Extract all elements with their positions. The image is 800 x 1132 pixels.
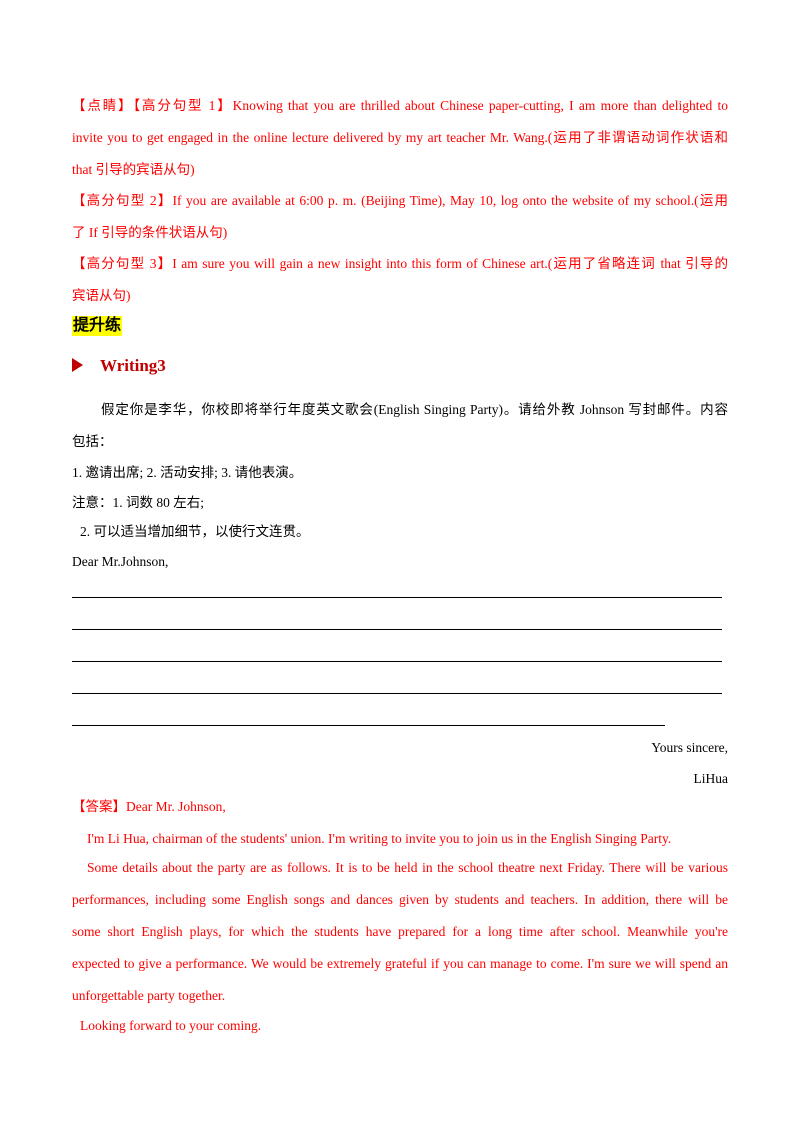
tip-line-1: 【点睛】【高分句型 1】Knowing that you are thrille… [72,98,728,113]
answer-paragraph-line: Some details about the party are as foll… [87,860,728,875]
answer-paragraph-line: expected to give a performance. We would… [72,956,728,971]
section-heading: 提升练 [72,316,123,336]
tip-line-3: that 引导的宾语从句) [72,162,195,177]
tip-line-6: 【高分句型 3】I am sure you will gain a new in… [72,256,728,271]
answer-paragraph-line: unforgettable party together. [72,988,226,1003]
task-line-1: 假定你是李华，你校即将举行年度英文歌会(English Singing Part… [101,402,728,417]
answer-line-rule [72,629,722,630]
tip-line-4: 【高分句型 2】If you are available at 6:00 p. … [72,193,728,208]
tip-line-5: 了 If 引导的条件状语从句) [72,225,228,240]
answer-paragraph-line: I'm Li Hua, chairman of the students' un… [87,831,672,846]
arrow-right-icon [72,358,83,372]
answer-salutation: 【答案】Dear Mr. Johnson, [72,799,226,814]
answer-line-rule [72,693,722,694]
task-line-5: 2. 可以适当增加细节，以使行文连贯。 [80,524,310,539]
letter-signature: LiHua [693,771,729,786]
answer-line-rule [72,661,722,662]
letter-closing: Yours sincere, [651,740,728,755]
letter-salutation: Dear Mr.Johnson, [72,554,169,569]
task-line-4: 注意：1. 词数 80 左右; [72,495,205,510]
answer-paragraph-line: performances, including some English son… [72,892,728,907]
tip-line-2: invite you to get engaged in the online … [72,130,728,145]
task-line-3: 1. 邀请出席; 2. 活动安排; 3. 请他表演。 [72,465,303,480]
answer-line-rule [72,597,722,598]
answer-line-rule [72,725,665,726]
tip-line-7: 宾语从句) [72,288,131,303]
writing-title-text: Writing3 [100,356,166,375]
answer-closing-line: Looking forward to your coming. [80,1018,262,1033]
writing-title: Writing3 [72,354,166,378]
answer-paragraph-line: some short English plays, for which the … [72,924,728,939]
task-line-2: 包括： [72,434,113,449]
